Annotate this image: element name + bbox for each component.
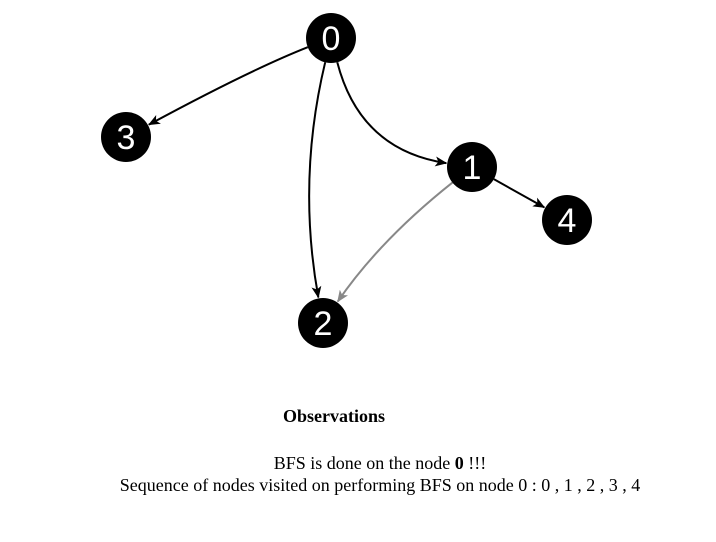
node-circle	[101, 112, 151, 162]
observations-panel: Observations BFS is done on the node 0 !…	[0, 406, 716, 495]
graph-node-2[interactable]: 2	[298, 298, 348, 348]
node-circle	[542, 195, 592, 245]
graph-canvas: 0 1 2 3 4	[101, 13, 592, 348]
edge-1-to-2	[336, 181, 454, 303]
node-label: 0	[322, 20, 341, 58]
edge-1-to-4	[493, 178, 546, 209]
observations-title: Observations	[282, 406, 385, 426]
graph-node-0[interactable]: 0	[306, 13, 356, 63]
node-label: 1	[463, 149, 482, 187]
bfs-line-prefix: BFS is done on the node	[273, 453, 455, 473]
bfs-line-suffix: !!!	[463, 453, 487, 473]
node-circle	[298, 298, 348, 348]
node-label: 4	[558, 202, 577, 240]
node-circle	[447, 142, 497, 192]
graph-node-4[interactable]: 4	[542, 195, 592, 245]
bfs-start-node: 0	[454, 453, 464, 473]
edge-0-to-1	[336, 61, 448, 167]
graph-node-1[interactable]: 1	[447, 142, 497, 192]
node-label: 3	[117, 119, 136, 157]
edge-0-to-3	[147, 46, 309, 126]
node-circle	[306, 13, 356, 63]
graph-node-3[interactable]: 3	[101, 112, 151, 162]
bfs-sequence-text: Sequence of nodes visited on performing …	[119, 475, 641, 495]
node-label: 2	[314, 305, 333, 343]
observations-bfs-line: BFS is done on the node 0 !!!	[90, 452, 670, 474]
edge-0-to-2	[308, 62, 327, 299]
